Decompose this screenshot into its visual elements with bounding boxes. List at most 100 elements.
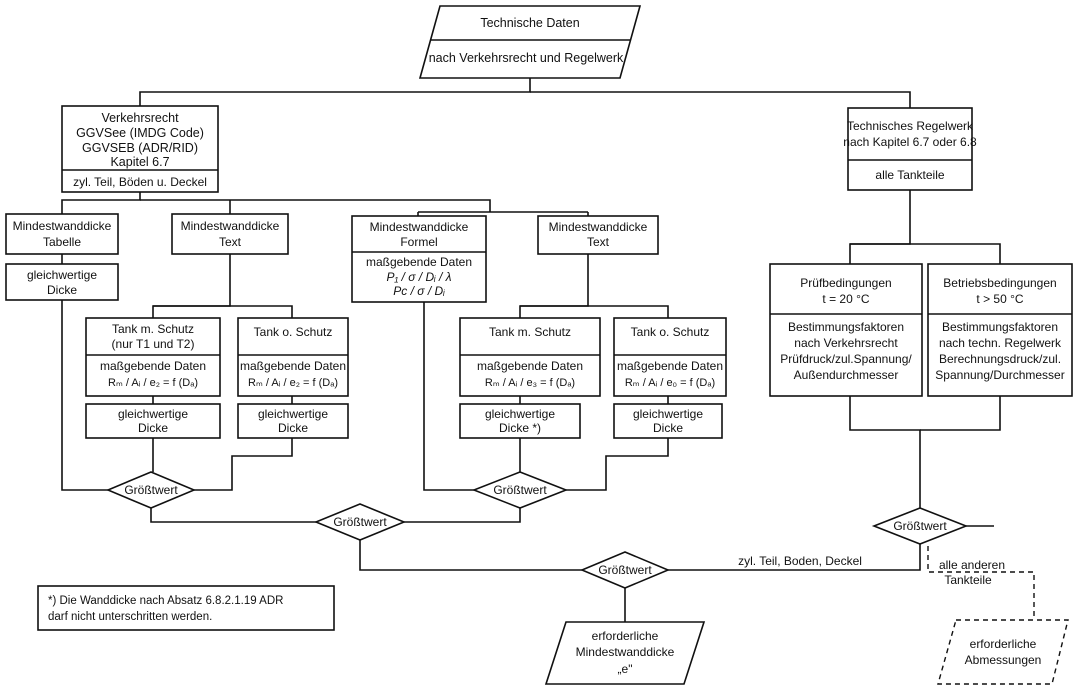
regelwerk-box: Technisches Regelwerk nach Kapitel 6.7 o… <box>843 107 977 191</box>
vr-line-1: Verkehrsrecht <box>101 111 179 125</box>
out-main-l2: Mindestwanddicke <box>576 645 675 659</box>
pruef-body-l2: nach Verkehrsrecht <box>794 336 898 350</box>
formel-title-l2: Formel <box>400 235 437 249</box>
edge-text-left-split <box>152 254 231 318</box>
edge-pruef-to-d5 <box>849 396 921 508</box>
rw-line-2: nach Kapitel 6.7 oder 6.8 <box>843 135 977 149</box>
decision-d2: Größtwert <box>471 471 569 509</box>
d4-label: Größtwert <box>598 563 652 577</box>
top-parallelogram <box>418 5 642 79</box>
tank1-res-l1: gleichwertige <box>118 407 188 421</box>
edge-d2-to-d3 <box>404 508 521 523</box>
pruef-body-l4: Außendurchmesser <box>794 368 899 382</box>
output-main: erforderliche Mindestwanddicke „e" <box>544 621 706 685</box>
pruef-title-l1: Prüfbedingungen <box>800 276 891 290</box>
rw-line-1: Technisches Regelwerk <box>847 119 974 133</box>
edge-formel-to-d2 <box>423 302 474 491</box>
decision-d4: Größtwert <box>579 551 671 589</box>
tank4-res-l1: gleichwertige <box>633 407 703 421</box>
vr-line-2: GGVSee (IMDG Code) <box>76 126 204 140</box>
tank3-result-box: gleichwertige Dicke *) <box>459 403 581 439</box>
edge-top-to-verkehrsrecht <box>139 78 531 106</box>
tank1-box: Tank m. Schutz (nur T1 und T2) maßgebend… <box>85 317 221 397</box>
mw-text-left-box: Mindestwanddicke Text <box>171 213 289 255</box>
footnote-l1: *) Die Wanddicke nach Absatz 6.8.2.1.19 … <box>48 595 283 607</box>
betrieb-body-l1: Bestimmungsfaktoren <box>942 320 1058 334</box>
tank4-result-box: gleichwertige Dicke <box>613 403 723 439</box>
edge-d1-to-d3 <box>150 508 316 523</box>
edge-text-left-split-b <box>153 305 293 318</box>
decision-d1: Größtwert <box>105 471 197 509</box>
edge-label-alle-l1: alle anderen <box>939 558 1005 572</box>
vr-line-4: Kapitel 6.7 <box>110 155 169 169</box>
tank4-data-l1: maßgebende Daten <box>617 359 723 373</box>
edge-text-mid-split-b <box>520 305 669 318</box>
out-dash-l1: erforderliche <box>970 637 1037 651</box>
tank1-data-l2: Rₘ / Aᵢ / e₂ = f (Dₐ) <box>108 377 198 389</box>
d1-label: Größtwert <box>124 483 178 497</box>
pruef-box: Prüfbedingungen t = 20 °C Bestimmungsfak… <box>769 263 923 397</box>
tank4-data-l2: Rₘ / Aᵢ / e₀ = f (Dₐ) <box>625 377 715 389</box>
pruef-body-l1: Bestimmungsfaktoren <box>788 320 904 334</box>
tank2-title: Tank o. Schutz <box>254 325 333 339</box>
formel-title-l1: Mindestwanddicke <box>370 220 469 234</box>
d3-label: Größtwert <box>333 515 387 529</box>
betrieb-body-l4: Spannung/Durchmesser <box>935 368 1064 382</box>
edge-t4res-to-d2 <box>566 438 669 491</box>
mw-text-left-l2: Text <box>219 235 242 249</box>
out-main-l3: „e" <box>618 662 633 676</box>
edge-top-to-regelwerk <box>530 91 911 108</box>
edge-vr-to-formel-text <box>140 199 491 212</box>
edge-gleich-to-d1 <box>61 300 108 491</box>
tank4-title: Tank o. Schutz <box>631 325 710 339</box>
mw-formel-box: Mindestwanddicke Formel maßgebende Daten… <box>351 215 487 303</box>
tank2-res-l2: Dicke <box>278 421 308 435</box>
edge-d5-to-abmessungen <box>927 546 1035 620</box>
tank2-res-l1: gleichwertige <box>258 407 328 421</box>
d5-label: Größtwert <box>893 519 947 533</box>
top-input-node: Technische Daten nach Verkehrsrecht und … <box>418 5 642 79</box>
footnote-l2: darf nicht unterschritten werden. <box>48 611 212 623</box>
edge-text-mid-split <box>519 254 589 318</box>
tank2-data-l2: Rₘ / Aᵢ / e₂ = f (Dₐ) <box>248 377 338 389</box>
mw-text-mid-l2: Text <box>587 235 610 249</box>
verkehrsrecht-box: Verkehrsrecht GGVSee (IMDG Code) GGVSEB … <box>61 105 219 193</box>
gleich-left-l2: Dicke <box>47 283 77 297</box>
tank1-result-box: gleichwertige Dicke <box>85 403 221 439</box>
pruef-body-l3: Prüfdruck/zul.Spannung/ <box>780 352 912 366</box>
mw-tabelle-l1: Mindestwanddicke <box>13 219 112 233</box>
tank4-box: Tank o. Schutz maßgebende Daten Rₘ / Aᵢ … <box>613 317 727 397</box>
vr-line-3: GGVSEB (ADR/RID) <box>82 141 198 155</box>
top-title: Technische Daten <box>480 16 579 30</box>
tank2-result-box: gleichwertige Dicke <box>237 403 349 439</box>
edge-rw-split-b <box>850 243 1001 264</box>
betrieb-title-l1: Betriebsbedingungen <box>943 276 1056 290</box>
mw-text-mid-l1: Mindestwanddicke <box>549 220 648 234</box>
top-subtitle: nach Verkehrsrecht und Regelwerk <box>429 51 624 65</box>
decision-d3: Größtwert <box>313 503 407 541</box>
tank3-data-l1: maßgebende Daten <box>477 359 583 373</box>
out-main-l1: erforderliche <box>592 629 659 643</box>
footnote-box: *) Die Wanddicke nach Absatz 6.8.2.1.19 … <box>37 585 335 631</box>
formel-data-l1: maßgebende Daten <box>366 255 472 269</box>
tank3-data-l2: Rₘ / Aᵢ / e₃ = f (Dₐ) <box>485 377 575 389</box>
connector-lines <box>61 78 1035 622</box>
d2-label: Größtwert <box>493 483 547 497</box>
mw-tabelle-l2: Tabelle <box>43 235 81 249</box>
edge-d5-to-d4 <box>668 544 921 571</box>
edge-t2res-to-d1 <box>194 438 293 491</box>
tank3-box: Tank m. Schutz maßgebende Daten Rₘ / Aᵢ … <box>459 317 601 397</box>
tank2-box: Tank o. Schutz maßgebende Daten Rₘ / Aᵢ … <box>237 317 349 397</box>
rw-sub: alle Tankteile <box>875 168 944 182</box>
formel-data-l2: P₁ / σ / Dᵢ / λ <box>386 270 451 284</box>
edge-rw-split <box>849 190 911 264</box>
tank1-title-l1: Tank m. Schutz <box>112 322 194 336</box>
tank2-data-l1: maßgebende Daten <box>240 359 346 373</box>
tank3-res-l2: Dicke *) <box>499 421 541 435</box>
betrieb-title-l2: t > 50 °C <box>976 292 1023 306</box>
gleich-left-box: gleichwertige Dicke <box>5 263 119 301</box>
mw-text-mid-box: Mindestwanddicke Text <box>537 215 659 255</box>
mw-tabelle-box: Mindestwanddicke Tabelle <box>5 213 119 255</box>
betrieb-body-l2: nach techn. Regelwerk <box>939 336 1062 350</box>
